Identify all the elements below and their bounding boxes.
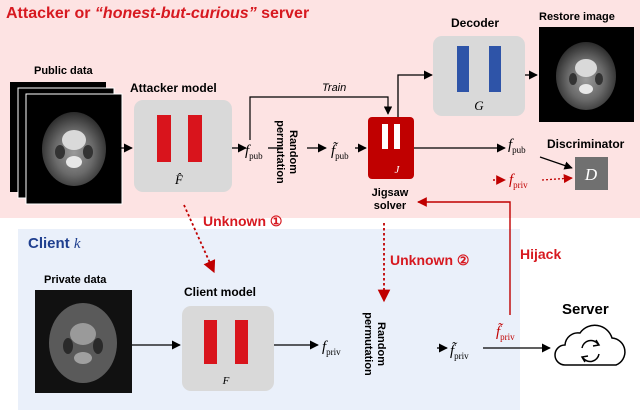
f-tilde-priv-label: f̃priv [450, 342, 469, 361]
hijack-arrow [417, 197, 511, 315]
f-priv-out-label: fpriv [509, 172, 528, 190]
decoder-label: Decoder [451, 16, 499, 30]
restored-ct-image-icon [539, 27, 634, 122]
svg-text:permutation: permutation [274, 120, 286, 184]
arrow-jigsaw-to-decoder [397, 70, 433, 117]
f-pub-label: fpub [245, 143, 263, 161]
arrow-fpriv-to-discriminator [541, 174, 573, 184]
arrow-fpub-to-discriminator [539, 156, 573, 170]
unknown-2-label: Unknown ② [390, 252, 469, 268]
random-permutation-bottom: Random permutation [362, 312, 387, 376]
discriminator-symbol: D [584, 165, 598, 184]
attacker-panel-title: Attacker or “honest-but-curious” server [6, 5, 309, 22]
f-tilde-pub-label: f̃pub [331, 142, 349, 161]
client-model-symbol: F [222, 375, 230, 387]
jigsaw-symbol: J [395, 164, 401, 176]
svg-text:permutation: permutation [362, 312, 374, 376]
cloud-sync-icon [554, 324, 626, 366]
private-ct-image-icon [35, 290, 132, 393]
f-priv-label: fpriv [322, 339, 341, 357]
ct-scan-stack-icon [10, 82, 123, 205]
private-data-label: Private data [44, 274, 107, 286]
client-model-label: Client model [184, 285, 256, 299]
svg-text:Random: Random [375, 322, 387, 366]
unknown-1-label: Unknown ① [203, 213, 282, 229]
client-panel-title: Client k [28, 235, 81, 252]
decoder-symbol: G [474, 98, 484, 113]
train-arrow [249, 96, 393, 140]
f-tilde-priv-hijack-label: f̃priv [496, 323, 515, 342]
client-model-box: F [182, 306, 274, 391]
attacker-model-symbol: F̂ [174, 172, 184, 187]
discriminator-box: D [575, 157, 608, 190]
decoder-box: G [433, 36, 525, 116]
svg-text:Random: Random [287, 130, 299, 174]
hijack-label: Hijack [520, 246, 561, 262]
attacker-model-box: F̂ [134, 100, 232, 192]
attacker-model-label: Attacker model [130, 81, 217, 95]
jigsaw-solver-label-2: solver [374, 200, 407, 212]
public-data-label: Public data [34, 65, 94, 77]
random-permutation-top: Random permutation [274, 120, 299, 184]
unknown-1-arrow [183, 204, 216, 274]
server-label: Server [562, 301, 609, 318]
train-label: Train [322, 82, 346, 94]
discriminator-label: Discriminator [547, 137, 625, 151]
jigsaw-solver-box: J [368, 117, 414, 179]
restore-image-label: Restore image [539, 11, 615, 23]
f-pub-out-label: fpub [508, 137, 526, 155]
jigsaw-solver-label-1: Jigsaw [372, 187, 409, 199]
